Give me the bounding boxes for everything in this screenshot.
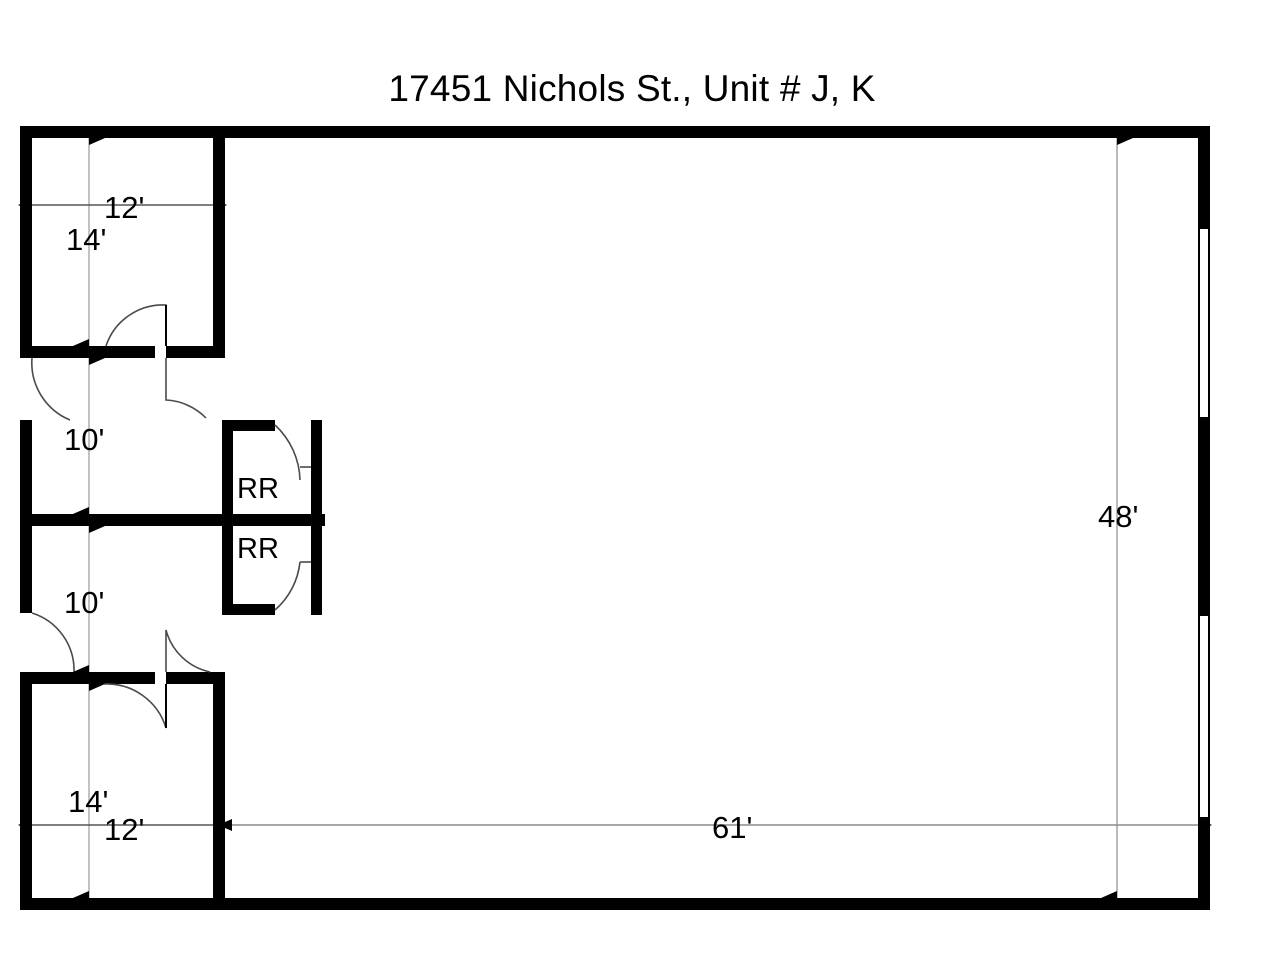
dim-label-overall-height: 48' xyxy=(1098,499,1138,534)
dim-label-top-width: 12' xyxy=(104,190,144,225)
dim-label-mid-lower-height: 10' xyxy=(64,585,104,620)
building-outer-walls xyxy=(20,126,1210,910)
right-wall-window-upper xyxy=(1198,227,1210,419)
dim-label-overall-width: 61' xyxy=(712,810,752,845)
dim-label-top-height: 14' xyxy=(66,222,106,257)
door-swings xyxy=(31,304,311,729)
restroom-block-walls xyxy=(222,420,322,615)
page-title: 17451 Nichols St., Unit # J, K xyxy=(388,68,876,109)
right-wall-window-lower xyxy=(1198,614,1210,819)
dim-label-bottom-width: 12' xyxy=(104,812,144,847)
dim-label-mid-upper-height: 10' xyxy=(64,422,104,457)
restroom-upper-label: RR xyxy=(237,473,279,505)
dim-label-bottom-height: 14' xyxy=(68,784,108,819)
restroom-lower-label: RR xyxy=(237,533,279,565)
